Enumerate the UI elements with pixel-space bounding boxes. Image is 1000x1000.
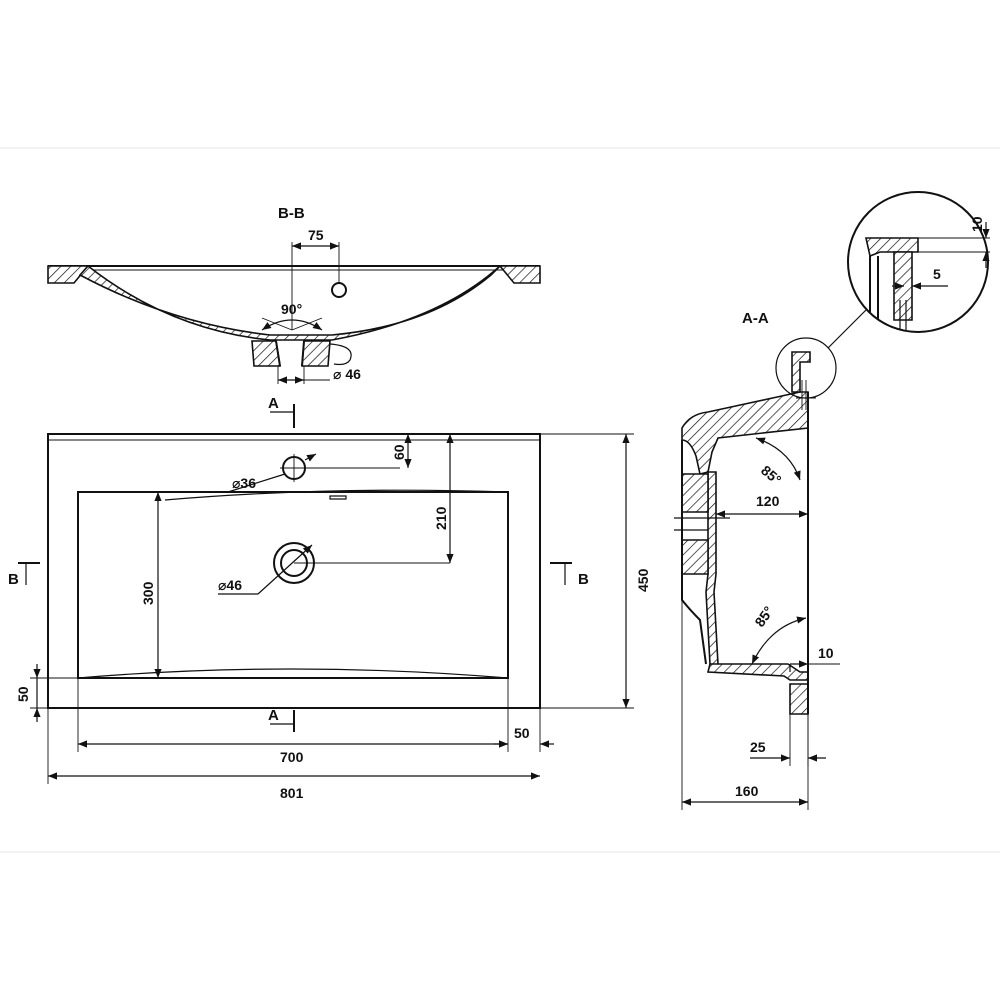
bowl-wall-hatch xyxy=(78,264,501,341)
foot-hatch xyxy=(789,683,809,715)
dim-801-label: 801 xyxy=(280,785,304,801)
dim-75-label: 75 xyxy=(308,227,324,243)
section-aa-title: A-A xyxy=(742,310,769,327)
angle-85-top-label: 85° xyxy=(758,462,785,488)
cut-a-top-label: A xyxy=(268,395,279,412)
top-view: ⌀36 ⌀46 A A B B 60 210 300 xyxy=(8,395,651,801)
dim-120-label: 120 xyxy=(756,493,780,509)
dia-46-label: ⌀ 46 xyxy=(333,366,361,382)
dim-300-label: 300 xyxy=(140,581,156,605)
cut-b-left-label: B xyxy=(8,571,19,588)
rim-right-hatch xyxy=(498,265,541,284)
section-bb-title: B-B xyxy=(278,205,305,222)
dim-160-label: 160 xyxy=(735,783,759,799)
dim-60-label: 60 xyxy=(391,444,407,460)
drain-block-upper xyxy=(681,473,709,513)
cut-b-right-label: B xyxy=(578,571,589,588)
dim-25-label: 25 xyxy=(750,739,766,755)
detail-dim-10-label: 10 xyxy=(969,216,985,232)
dim-210-label: 210 xyxy=(433,506,449,530)
detail-enlarged-circle xyxy=(847,191,989,333)
angle-90-label: 90° xyxy=(281,301,302,317)
dia-46-top-label: ⌀46 xyxy=(218,577,242,593)
dia-36-label: ⌀36 xyxy=(232,475,256,491)
dim-50-left-label: 50 xyxy=(15,686,31,702)
section-aa-view: A-A 10 xyxy=(674,191,990,810)
drain-boss-hatch-right xyxy=(301,340,331,367)
profile-hatch xyxy=(681,391,809,475)
profile-bottom-hatch xyxy=(706,663,809,681)
dim-50-right-label: 50 xyxy=(514,725,530,741)
cut-a-bottom-label: A xyxy=(268,707,279,724)
drain-block-lower xyxy=(681,539,709,575)
dim-700-label: 700 xyxy=(280,749,304,765)
detail-callout-circle xyxy=(775,337,837,399)
dim-10-label: 10 xyxy=(818,645,834,661)
rim-left-hatch xyxy=(47,265,90,284)
detail-dim-5-label: 5 xyxy=(933,266,941,282)
tap-block-hatch xyxy=(791,351,811,393)
tap-hole-circle xyxy=(331,282,347,298)
section-bb-view: B-B 75 90° ⌀ 46 xyxy=(47,205,541,384)
angle-85-bottom-label: 85° xyxy=(751,603,776,630)
dim-450-label: 450 xyxy=(635,568,651,592)
